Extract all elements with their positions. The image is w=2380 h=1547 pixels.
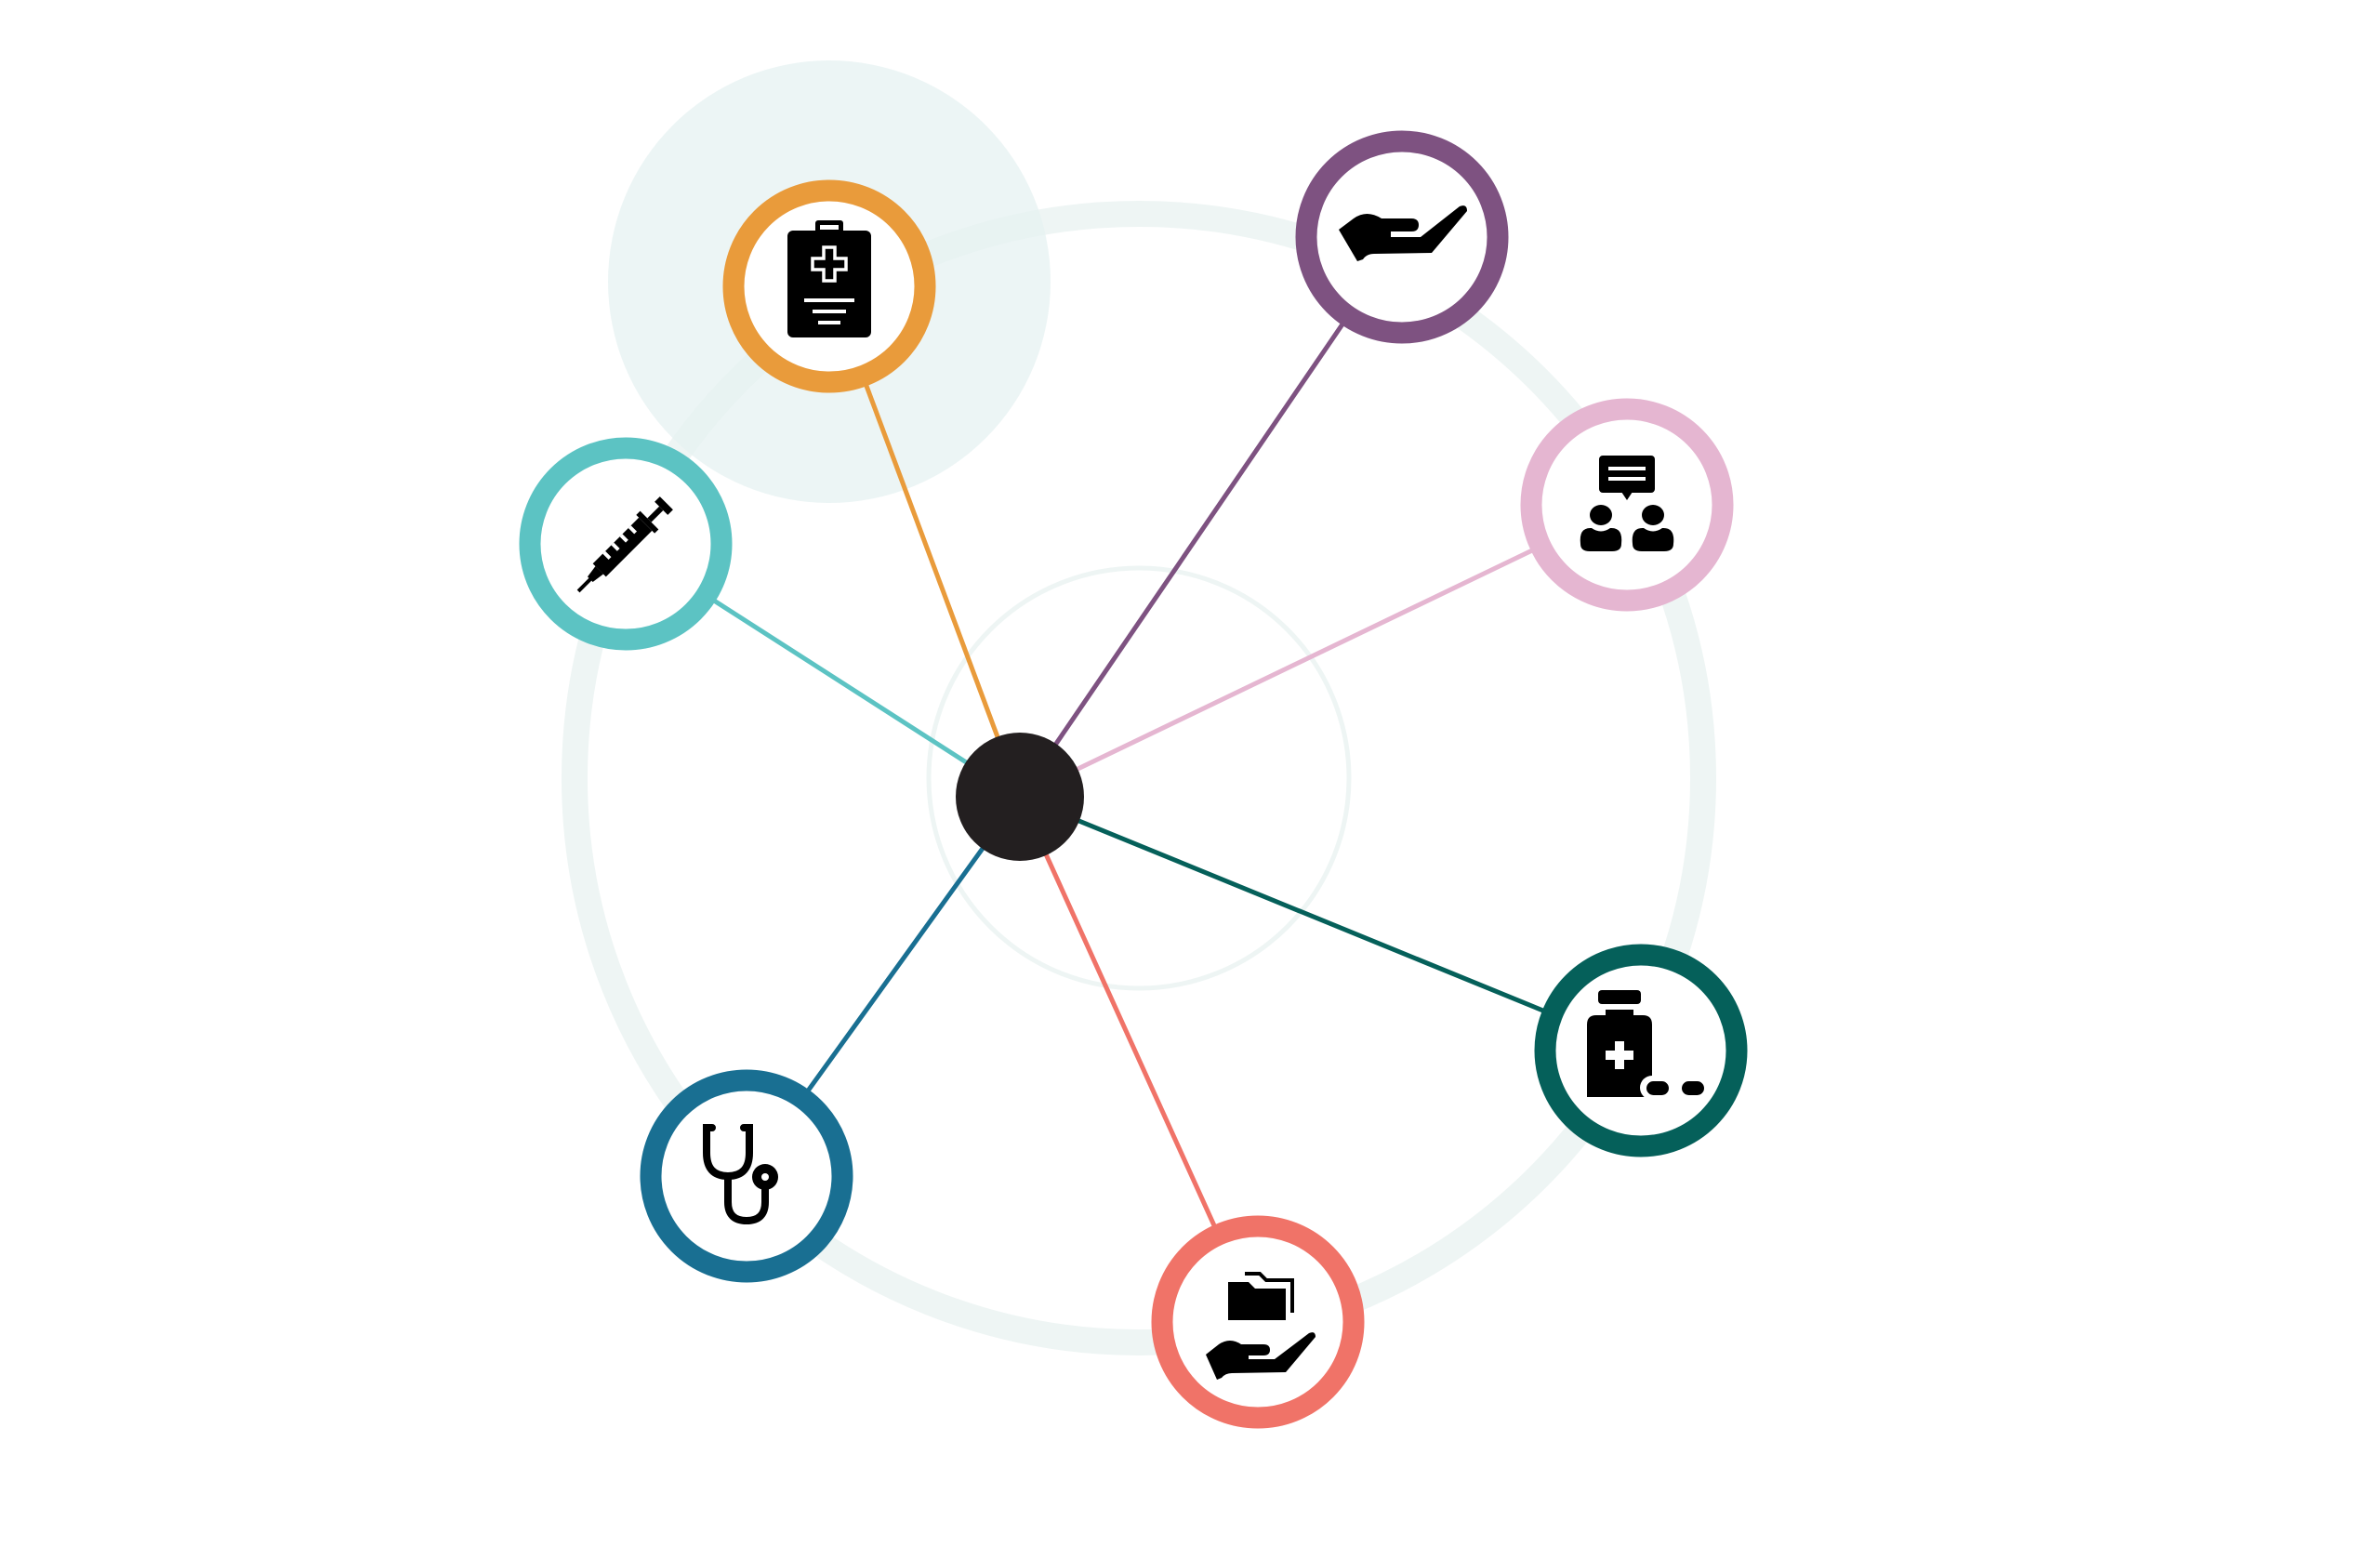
spoke-medicine xyxy=(1019,794,1642,1053)
medicine-bottle-pills-icon xyxy=(1587,990,1704,1100)
spoke-care xyxy=(1017,235,1405,799)
node-care[interactable] xyxy=(1295,130,1509,344)
medical-clipboard-icon xyxy=(787,220,871,337)
caring-hand-icon xyxy=(1339,205,1467,261)
node-medicine[interactable] xyxy=(1534,944,1748,1157)
consultation-icon xyxy=(1580,456,1674,551)
central-hub xyxy=(956,733,1084,861)
node-records[interactable] xyxy=(1151,1215,1365,1429)
stethoscope-icon xyxy=(703,1124,778,1225)
inner-ring xyxy=(926,565,1352,991)
hand-holding-folder-icon xyxy=(1206,1272,1316,1380)
outer-ring xyxy=(562,201,1716,1355)
spoke-consult xyxy=(1018,502,1629,800)
node-syringe[interactable] xyxy=(519,437,733,651)
node-consult[interactable] xyxy=(1520,398,1734,612)
node-stethoscope[interactable] xyxy=(640,1069,853,1283)
syringe-icon xyxy=(576,496,673,593)
node-clipboard[interactable] xyxy=(722,179,936,393)
